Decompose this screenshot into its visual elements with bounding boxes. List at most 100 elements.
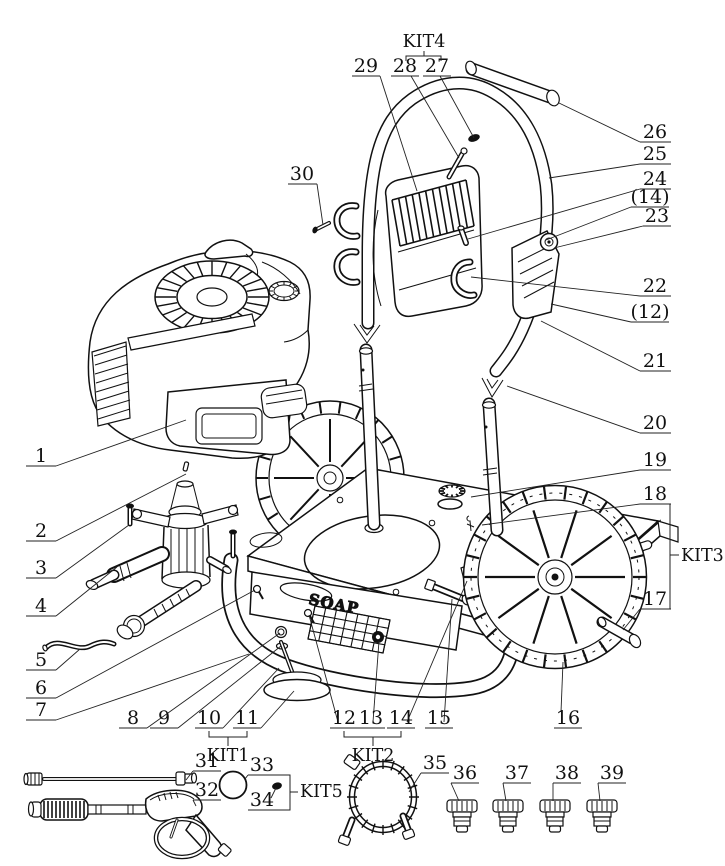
gun-trigger-guard-fill: [155, 818, 209, 858]
soap-panel-slot: [279, 582, 333, 602]
callout-17: 17: [622, 588, 671, 631]
right-lower-tube-top: [481, 401, 497, 409]
o-ring: [218, 770, 248, 800]
accessories-illustration: [23, 754, 618, 860]
panel-strap: [372, 209, 382, 307]
callout-p14p: (14): [545, 186, 670, 241]
nozzle-collar: [545, 811, 565, 818]
rubber-foot-base: [263, 678, 331, 702]
callout-2: 2: [26, 473, 187, 542]
center-panel: [384, 164, 483, 318]
seal-washer: [272, 782, 282, 790]
right-wheel-illustration: [462, 484, 648, 670]
callout-38: 38: [552, 762, 581, 801]
mount-bolt-right-head: [229, 529, 237, 535]
part-number: 5: [35, 649, 47, 671]
leader-line: [467, 188, 641, 240]
kit-label-KIT4: KIT4: [403, 32, 445, 61]
leader-line: [545, 206, 632, 241]
part-number: 15: [427, 707, 451, 729]
callout-21: 21: [540, 320, 671, 372]
part-number: 29: [354, 55, 378, 77]
part-number: 22: [643, 275, 667, 297]
part-number: 2: [35, 520, 47, 542]
clamp-pin: [459, 227, 468, 245]
recoil-center: [196, 287, 228, 307]
kit-label-KIT1: KIT1: [207, 731, 249, 766]
leader-line: [55, 566, 118, 617]
shaft-key: [182, 461, 190, 472]
callout-32: 32: [192, 779, 221, 807]
pump-outlet: [137, 581, 201, 626]
callout-30: 30: [288, 163, 324, 226]
wand-tip-ribs: [30, 773, 40, 785]
callout-33: 33: [244, 754, 276, 780]
cam-lever: [511, 230, 560, 320]
leader-line: [410, 75, 460, 159]
deck-opening: [303, 514, 441, 590]
left-wheel-hub-cap: [323, 471, 337, 485]
wand-coupler-end: [190, 772, 198, 784]
deck-slot: [249, 532, 283, 548]
nozzle-cap-ribs: [451, 801, 473, 811]
leader-line: [506, 385, 641, 434]
callout-4: 4: [26, 566, 118, 617]
handle-assembly-illustration: [312, 60, 560, 537]
clamp-pin-head: [457, 225, 465, 231]
leader-line: [146, 632, 281, 729]
hose-hook: [447, 152, 464, 179]
right-clamp: [452, 260, 476, 298]
fuel-cap-knurl: [269, 281, 299, 301]
grip-tube-cap: [465, 60, 477, 76]
hose-fitting-right-cap: [401, 828, 416, 840]
callout-11: 11: [233, 690, 295, 729]
fuel-cap-inner: [273, 284, 295, 298]
leader-line: [502, 782, 507, 802]
axle-pin: [598, 618, 636, 643]
callout-14: 14: [387, 580, 468, 729]
leader-line: [55, 524, 130, 579]
part-number: (14): [630, 186, 669, 208]
leader-line: [55, 589, 256, 699]
nozzle-tip: [595, 825, 609, 833]
gun-handle: [185, 813, 223, 858]
screw-shaft: [309, 615, 315, 624]
rail-end-cap: [657, 520, 679, 543]
left-wheel-hub: [316, 464, 344, 492]
leader-line: [597, 782, 601, 802]
kit-label-KIT5: KIT5: [276, 774, 343, 811]
callout-5: 5: [26, 648, 81, 671]
left-lower-tube-top: [358, 347, 374, 355]
leader-line: [177, 645, 282, 729]
leader-line: [185, 770, 194, 781]
mount-bolt-head: [126, 503, 134, 509]
nozzle-cap-ribs: [497, 801, 519, 811]
callout-p12p: (12): [550, 301, 670, 323]
nozzle-tip: [501, 825, 515, 833]
pump-arm-boss: [227, 504, 239, 516]
pump-body-ribs: [170, 528, 204, 578]
part-number: 7: [35, 699, 47, 721]
part-number: 16: [556, 707, 580, 729]
leader-line: [550, 303, 632, 323]
tube-hole: [361, 368, 365, 372]
part-number: 19: [643, 449, 667, 471]
hose-fitting-top: [343, 754, 361, 770]
kit-label-KIT2: KIT2: [343, 731, 402, 766]
engine-plate: [195, 407, 263, 445]
kit-label-KIT3: KIT3: [669, 504, 724, 609]
callout-15: 15: [425, 598, 453, 729]
inlet-hex: [119, 562, 132, 582]
hose-fitting-right: [401, 814, 411, 834]
flange-nut-hole: [277, 628, 285, 636]
nozzle-cap-ribs: [544, 801, 566, 811]
callout-34: 34: [248, 787, 277, 811]
kit-bracket: [208, 731, 248, 738]
pump-cone-top: [176, 480, 194, 488]
part-number: 27: [425, 55, 449, 77]
nozzle-illustration: [539, 799, 571, 833]
starter-handle: [204, 239, 254, 260]
part-number: 38: [555, 762, 579, 784]
kit-bracket: [343, 731, 402, 738]
